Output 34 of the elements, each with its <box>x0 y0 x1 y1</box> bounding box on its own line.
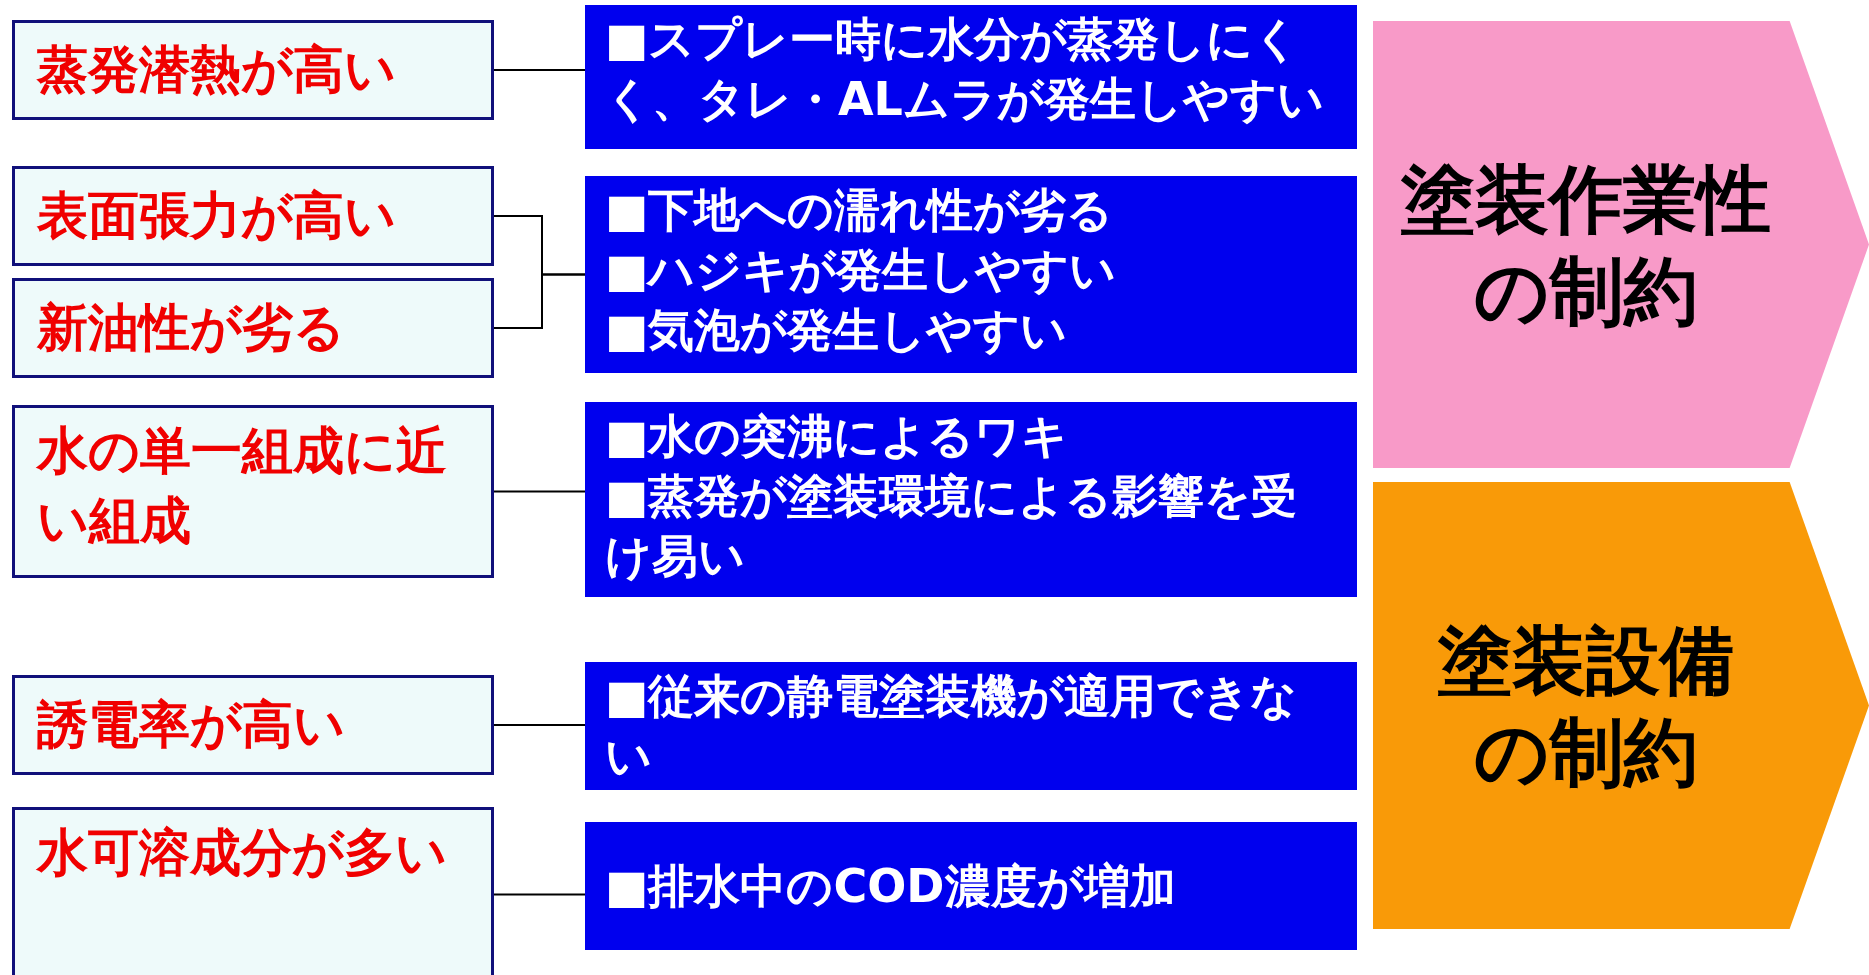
effect-text: ■気泡が発生しやすい <box>605 302 1069 359</box>
connector-line <box>493 490 586 493</box>
property-box <box>12 20 494 120</box>
property-text: 水の単一組成に近い組成 <box>37 420 448 552</box>
property-box <box>12 675 494 775</box>
pentagon-banner <box>1373 482 1869 929</box>
effect-text: ■従来の静電塗装機が適用できない <box>605 668 1299 785</box>
connector-line <box>493 69 586 71</box>
property-text: 表面張力が高い <box>37 185 396 247</box>
effect-text: ■スプレー時に水分が蒸発しにくく、タレ・ALムラが発生しやすい <box>605 11 1325 128</box>
effect-text: ■下地への濡れ性が劣る <box>605 182 1115 239</box>
connector-line <box>493 273 586 329</box>
effect-box <box>585 5 1357 149</box>
effect-box <box>585 822 1357 950</box>
effect-text: ■排水中のCOD濃度が増加 <box>605 858 1176 915</box>
constraint-text: 塗装作業性の制約 <box>1400 154 1773 336</box>
property-text: 水可溶成分が多い <box>37 822 448 884</box>
effect-box <box>585 402 1357 597</box>
constraint-text: 塗装設備の制約 <box>1437 615 1736 797</box>
property-text: 新油性が劣る <box>37 297 345 359</box>
effect-text: ■蒸発が塗装環境による影響を受け易い <box>605 468 1299 585</box>
effect-box <box>585 176 1357 373</box>
effect-text: ■水の突沸によるワキ <box>605 408 1070 465</box>
connector-line <box>493 893 586 896</box>
property-text: 蒸発潜熱が高い <box>37 39 396 101</box>
property-box <box>12 405 494 578</box>
effect-box <box>585 662 1357 790</box>
effect-text: ■ハジキが発生しやすい <box>605 242 1118 299</box>
pentagon-banner <box>1373 21 1869 468</box>
property-box <box>12 166 494 266</box>
connector-line <box>493 724 586 726</box>
property-text: 誘電率が高い <box>37 694 345 756</box>
property-box <box>12 278 494 378</box>
property-box <box>12 807 494 975</box>
